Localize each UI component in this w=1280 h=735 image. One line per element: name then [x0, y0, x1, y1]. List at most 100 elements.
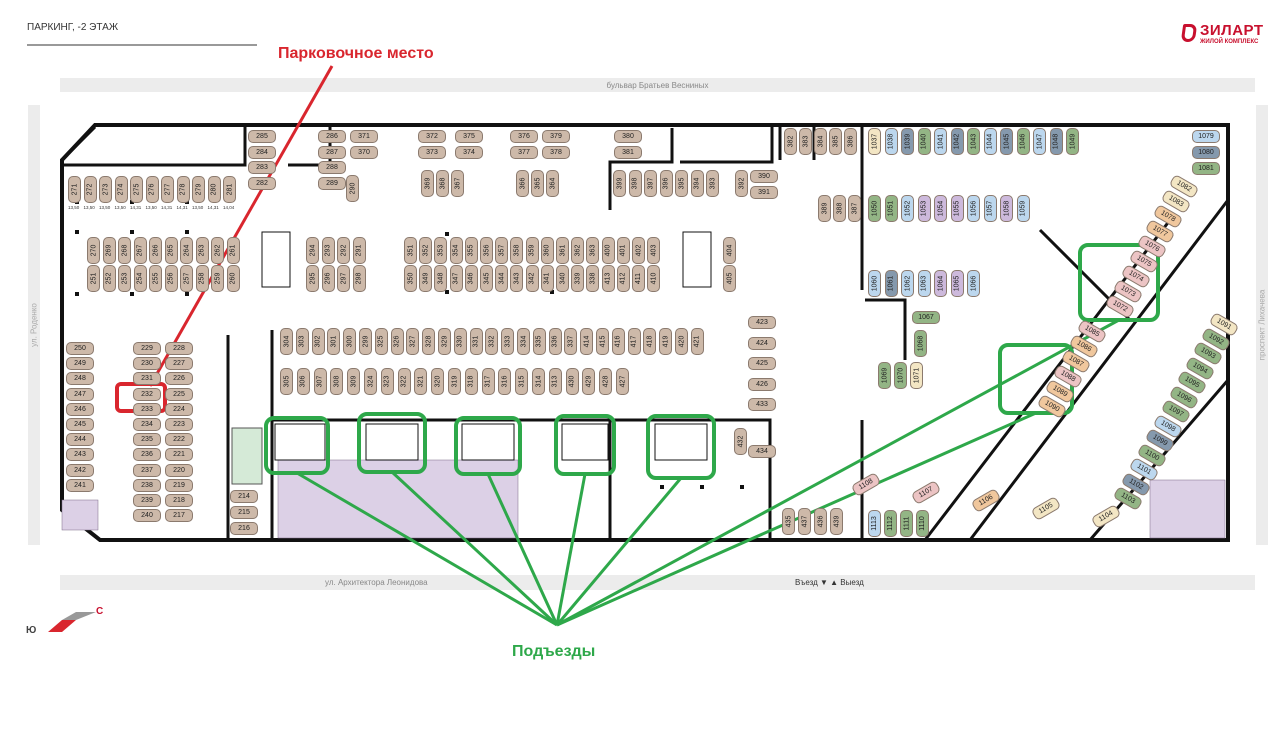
parking-spot[interactable]: 387 [848, 195, 861, 222]
parking-spot[interactable]: 328 [422, 328, 436, 355]
parking-spot[interactable]: 1067 [912, 311, 940, 324]
parking-spot[interactable]: 425 [748, 357, 776, 370]
parking-spot[interactable]: 235 [133, 433, 161, 447]
parking-spot[interactable]: 350 [404, 265, 417, 292]
parking-spot[interactable]: 384 [814, 128, 827, 155]
parking-spot[interactable]: 221 [165, 448, 193, 462]
parking-spot[interactable]: 316 [498, 368, 512, 395]
parking-spot[interactable]: 264 [180, 237, 193, 264]
parking-spot[interactable]: 224 [165, 402, 193, 416]
parking-spot[interactable]: 1063 [917, 270, 931, 297]
parking-spot[interactable]: 1113 [868, 510, 881, 537]
parking-spot[interactable]: 423 [748, 316, 776, 329]
parking-spot[interactable]: 1071 [910, 362, 923, 389]
parking-spot[interactable]: 1112 [884, 510, 897, 537]
parking-spot[interactable]: 401 [616, 237, 630, 264]
parking-spot[interactable]: 256 [164, 265, 178, 292]
parking-spot[interactable]: 368 [436, 170, 449, 197]
parking-spot[interactable]: 332 [485, 328, 499, 355]
parking-spot[interactable]: 395 [675, 170, 688, 197]
parking-spot[interactable]: 329 [438, 328, 451, 355]
parking-spot[interactable]: 294 [306, 237, 319, 264]
parking-spot[interactable]: 1068 [914, 330, 927, 357]
parking-spot[interactable]: 229 [133, 342, 161, 355]
parking-spot[interactable]: 234 [133, 418, 161, 431]
parking-spot[interactable]: 394 [690, 170, 704, 197]
parking-spot[interactable]: 261 [226, 237, 240, 264]
parking-spot[interactable]: 217 [165, 509, 193, 523]
parking-spot[interactable]: 325 [374, 328, 388, 355]
parking-spot[interactable]: 268 [118, 237, 131, 264]
parking-spot[interactable]: 347 [449, 265, 463, 292]
parking-spot[interactable]: 417 [627, 328, 641, 355]
parking-spot[interactable]: 397 [644, 170, 657, 197]
parking-spot[interactable]: 343 [510, 265, 524, 292]
parking-spot[interactable]: 389 [818, 195, 831, 222]
parking-spot[interactable]: 259 [211, 265, 224, 292]
parking-spot[interactable]: 287 [318, 145, 346, 159]
parking-spot[interactable]: 382 [784, 128, 797, 155]
parking-spot[interactable]: 355 [464, 237, 478, 264]
parking-spot[interactable]: 1079 [1192, 130, 1220, 143]
parking-spot[interactable]: 285 [248, 130, 276, 143]
parking-spot[interactable]: 1059 [1016, 195, 1030, 222]
parking-spot[interactable]: 410 [647, 265, 661, 292]
parking-spot[interactable]: 364 [546, 170, 559, 197]
parking-spot[interactable]: 1061 [884, 270, 898, 297]
parking-spot[interactable]: 290 [346, 175, 359, 202]
parking-spot[interactable]: 1111 [900, 510, 913, 537]
parking-spot[interactable]: 388 [833, 195, 846, 222]
parking-spot[interactable]: 248 [66, 372, 94, 386]
parking-spot[interactable]: 214 [230, 490, 258, 503]
parking-spot[interactable]: 317 [481, 368, 495, 395]
parking-spot[interactable]: 376 [510, 130, 538, 143]
parking-spot[interactable]: 1046 [1016, 128, 1030, 155]
parking-spot[interactable]: 257 [180, 265, 193, 292]
parking-spot[interactable]: 227 [165, 357, 193, 371]
parking-spot[interactable]: 305 [280, 368, 293, 395]
parking-spot[interactable]: 405 [723, 265, 736, 292]
parking-spot[interactable]: 359 [525, 237, 539, 264]
parking-spot[interactable]: 254 [133, 265, 147, 292]
parking-spot[interactable]: 1049 [1066, 128, 1079, 155]
parking-spot[interactable]: 377 [510, 145, 538, 159]
parking-spot[interactable]: 291 [352, 237, 366, 264]
parking-spot[interactable]: 1064 [934, 270, 947, 297]
parking-spot[interactable]: 367 [451, 170, 464, 197]
parking-spot[interactable]: 1060 [868, 270, 881, 297]
parking-spot[interactable]: 340 [556, 265, 569, 292]
parking-spot[interactable]: 345 [480, 265, 493, 292]
parking-spot[interactable]: 375 [455, 130, 483, 143]
parking-spot[interactable]: 411 [632, 265, 645, 292]
parking-spot[interactable]: 258 [195, 265, 209, 292]
parking-spot[interactable]: 412 [616, 265, 630, 292]
parking-spot[interactable]: 385 [829, 128, 842, 155]
parking-spot[interactable]: 247 [66, 387, 94, 401]
parking-spot[interactable]: 220 [165, 463, 193, 477]
parking-spot[interactable]: 1037 [868, 128, 881, 155]
parking-spot[interactable]: 1110 [916, 510, 929, 537]
parking-spot[interactable]: 298 [352, 265, 366, 292]
parking-spot[interactable]: 303 [295, 328, 309, 355]
parking-spot[interactable]: 246 [66, 402, 94, 416]
parking-spot[interactable]: 255 [149, 265, 162, 292]
parking-spot[interactable]: 250 [66, 342, 94, 355]
parking-spot[interactable]: 243 [66, 448, 94, 462]
parking-spot[interactable]: 321 [414, 368, 428, 395]
parking-spot[interactable]: 233 [133, 402, 161, 416]
parking-spot[interactable]: 295 [306, 265, 319, 292]
parking-spot[interactable]: 416 [611, 328, 625, 355]
parking-spot[interactable]: 1058 [1000, 195, 1013, 222]
parking-spot[interactable]: 262 [211, 237, 224, 264]
parking-spot[interactable]: 1041 [934, 128, 947, 155]
parking-spot[interactable]: 1045 [1000, 128, 1013, 155]
parking-spot[interactable]: 380 [614, 130, 642, 143]
parking-spot[interactable]: 339 [571, 265, 585, 292]
parking-spot[interactable]: 393 [706, 170, 719, 197]
parking-spot[interactable]: 333 [501, 328, 515, 355]
parking-spot[interactable]: 354 [449, 237, 463, 264]
parking-spot[interactable]: 320 [431, 368, 445, 395]
parking-spot[interactable]: 313 [548, 368, 562, 395]
parking-spot[interactable]: 404 [723, 237, 736, 264]
parking-spot[interactable]: 418 [643, 328, 657, 355]
